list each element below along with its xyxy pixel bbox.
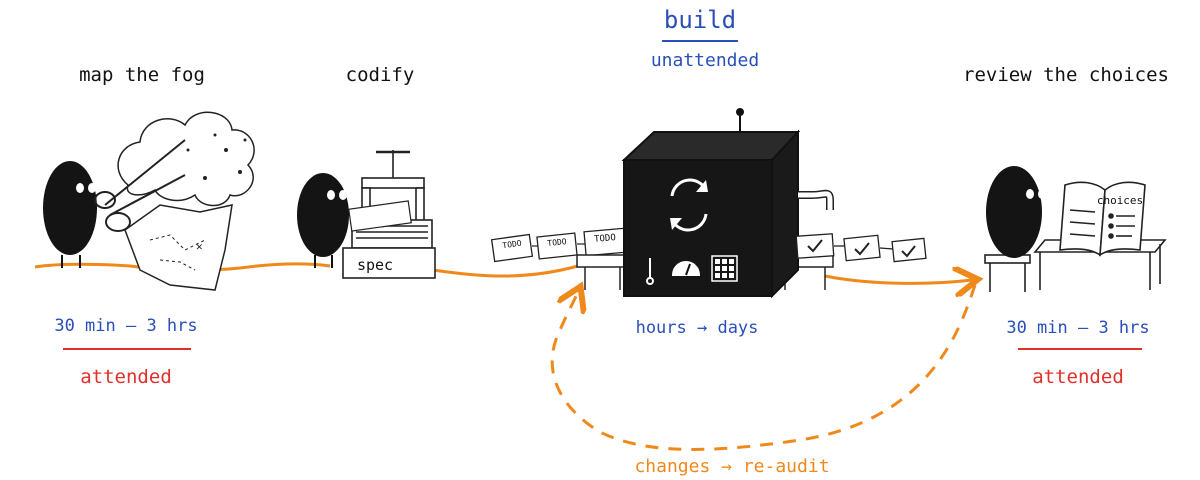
- map-mode: attended: [80, 366, 172, 388]
- map-time: 30 min – 3 hrs: [54, 316, 198, 336]
- review-divider: [1018, 348, 1142, 350]
- choices-book-label: choices: [1096, 194, 1144, 207]
- build-subtitle: unattended: [650, 50, 760, 71]
- keypad-icon: [711, 255, 738, 282]
- svg-text:✕: ✕: [196, 240, 203, 253]
- map-divider: [63, 348, 191, 350]
- done-cards: [795, 233, 927, 263]
- blob-creature-2: [297, 173, 349, 257]
- blob-creature-1: [43, 161, 97, 255]
- stage-title-codify: codify: [345, 64, 415, 86]
- treasure-map: [124, 204, 233, 291]
- build-underline: [662, 40, 738, 42]
- lever-icon: [646, 258, 654, 285]
- todo-card-3-label: TODO: [593, 233, 617, 245]
- scissors-icon: [94, 139, 186, 232]
- blob-creature-3: [986, 166, 1042, 258]
- conveyor-left: [576, 254, 630, 290]
- loop-label: changes → re-audit: [634, 456, 830, 477]
- stage-title-build: build: [663, 6, 737, 34]
- fog-cloud: [117, 111, 255, 207]
- stage-title-map: map the fog: [79, 64, 205, 86]
- feedback-loop: [550, 285, 977, 451]
- todo-cards: [490, 227, 627, 263]
- flow-line-2: [419, 264, 579, 278]
- review-time: 30 min – 3 hrs: [1006, 318, 1150, 338]
- sync-icon: [670, 178, 708, 232]
- build-time: hours → days: [635, 318, 759, 338]
- spec-label: spec: [356, 256, 394, 274]
- flow-arrow: [824, 276, 972, 283]
- review-mode: attended: [1032, 366, 1124, 388]
- stage-title-review: review the choices: [963, 64, 1169, 86]
- choices-book: [1059, 181, 1146, 257]
- gauge-icon: [671, 261, 701, 276]
